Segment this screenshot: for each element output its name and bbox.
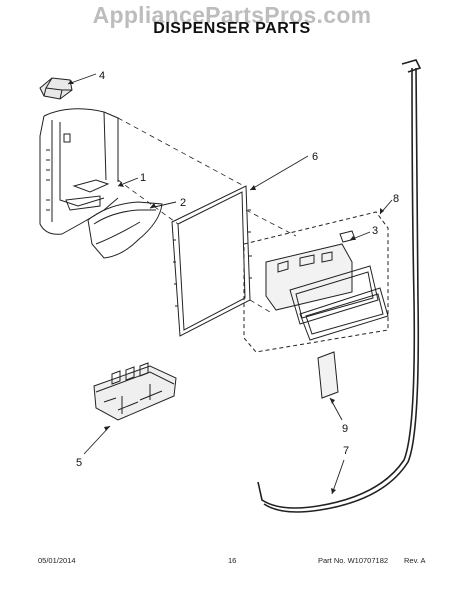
- callout-4: 4: [99, 70, 105, 82]
- leader-arrowheads: [68, 80, 384, 494]
- callout-9: 9: [342, 423, 348, 435]
- dispenser-housing: [39, 108, 119, 235]
- callout-3: 3: [372, 225, 378, 237]
- part-2-paddle: [87, 201, 163, 259]
- page-title: DISPENSER PARTS: [153, 20, 311, 37]
- part-8-assembly-box: [243, 211, 389, 353]
- footer-revision: Rev. A: [404, 556, 426, 565]
- part-7-tube: [257, 59, 422, 513]
- part-5-actuator: [93, 362, 177, 421]
- callout-6: 6: [312, 151, 318, 163]
- control-board-assembly: [265, 230, 389, 341]
- footer-page-number: 16: [228, 556, 237, 565]
- callout-2: 2: [180, 197, 186, 209]
- callout-1: 1: [140, 172, 146, 184]
- part-9-cover: [317, 351, 339, 399]
- part-4-cap: [39, 77, 73, 100]
- callout-7: 7: [343, 445, 349, 457]
- watermark: AppliancePartsPros.com: [92, 2, 372, 28]
- callout-5: 5: [76, 457, 82, 469]
- callout-8: 8: [393, 193, 399, 205]
- footer-part-number: Part No. W10707182: [318, 556, 389, 565]
- footer-date: 05/01/2014: [38, 556, 76, 565]
- alignment-lines: [117, 117, 297, 313]
